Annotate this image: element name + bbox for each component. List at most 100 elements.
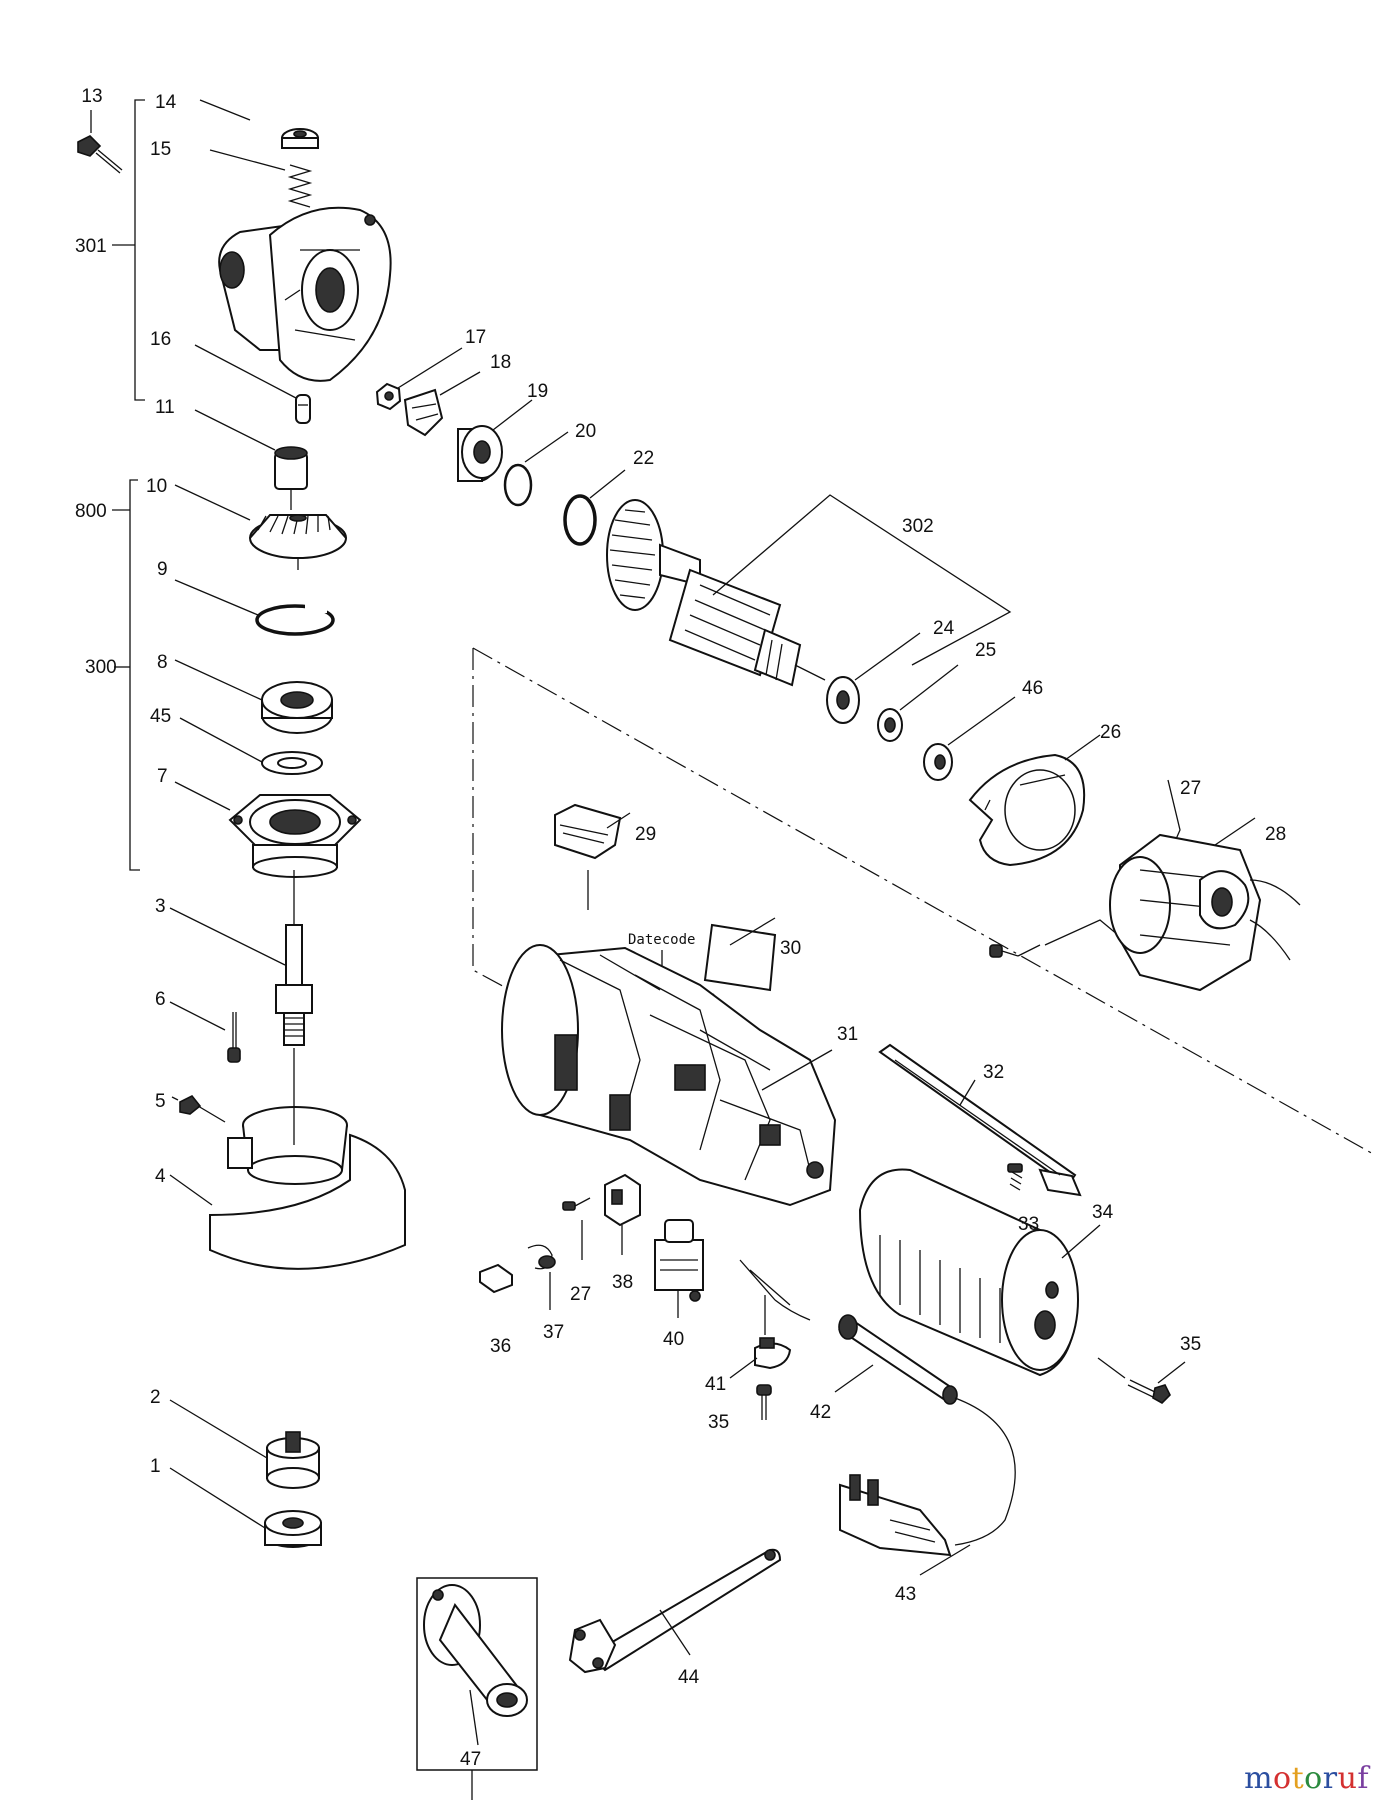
part-38-brush-holder [604, 1173, 641, 1227]
label-27-upper: 27 [1180, 778, 1201, 799]
label-22: 22 [633, 448, 654, 469]
label-41: 41 [705, 1374, 726, 1395]
part-5-clamp-bolt [179, 1094, 226, 1123]
part-8-bearing [261, 681, 333, 734]
part-4-wheel-guard [209, 1048, 406, 1270]
label-31: 31 [837, 1024, 858, 1045]
part-302-armature [606, 499, 826, 687]
part-17-nut [375, 382, 402, 411]
part-16-pin [295, 394, 311, 424]
motoruf-watermark: motoruf [1244, 1761, 1369, 1796]
label-35-lower: 35 [708, 1412, 729, 1433]
part-15-spring [287, 164, 313, 208]
part-43-power-cord [739, 1259, 1016, 1557]
label-19: 19 [527, 381, 548, 402]
part-13-screw [77, 110, 123, 174]
part-45-washer [261, 751, 323, 775]
part-3-spindle [275, 870, 313, 1046]
label-300: 300 [85, 657, 117, 678]
label-5: 5 [155, 1091, 166, 1112]
label-42: 42 [810, 1402, 831, 1423]
label-1: 1 [150, 1456, 161, 1477]
label-40: 40 [663, 1329, 684, 1350]
label-47: 47 [460, 1749, 481, 1770]
part-30-nameplate [703, 923, 777, 992]
part-10-bevel-gear [249, 514, 347, 570]
part-41-strain-relief [754, 1337, 792, 1370]
part-27-screw-upper [989, 944, 1019, 958]
label-14: 14 [155, 92, 177, 113]
part-42-cord-guard [838, 1314, 958, 1405]
part-36-carbon-brush [479, 1263, 513, 1294]
watermark-letter: o [1304, 1761, 1323, 1796]
part-2-inner-flange [266, 1431, 320, 1489]
watermark-letter: m [1244, 1761, 1274, 1796]
part-35-screw-right [1127, 1379, 1171, 1404]
part-14-cap [281, 128, 319, 149]
label-4: 4 [155, 1166, 166, 1187]
label-26: 26 [1100, 722, 1121, 743]
part-44-wrench [568, 1548, 782, 1674]
part-20-o-ring [503, 463, 533, 507]
label-20: 20 [575, 421, 596, 442]
watermark-letter: f [1357, 1761, 1369, 1796]
part-9-snap-ring [255, 603, 335, 636]
label-16: 16 [150, 329, 171, 350]
part-18-fan-piece [403, 388, 444, 437]
part-7-bearing-box [228, 794, 362, 878]
label-30: 30 [780, 938, 801, 959]
label-33: 33 [1018, 1214, 1039, 1235]
part-25-bearing [877, 708, 903, 742]
part-40-switch [654, 1219, 704, 1302]
part-27-screw-lower [562, 1197, 591, 1211]
watermark-letter: o [1273, 1761, 1292, 1796]
label-43: 43 [895, 1584, 916, 1605]
label-15: 15 [150, 139, 171, 160]
label-34: 34 [1092, 1202, 1114, 1223]
label-35-right: 35 [1180, 1334, 1201, 1355]
part-24-bearing [826, 676, 860, 724]
label-27-lower: 27 [570, 1284, 591, 1305]
label-37: 37 [543, 1322, 564, 1343]
label-7: 7 [157, 766, 168, 787]
label-3: 3 [155, 896, 166, 917]
part-32-switch-lever [878, 1043, 1082, 1197]
part-46-insulation-washer [923, 743, 953, 781]
label-2: 2 [150, 1387, 161, 1408]
part-19-bearing [457, 425, 503, 482]
label-6: 6 [155, 989, 166, 1010]
label-36: 36 [490, 1336, 511, 1357]
label-46: 46 [1022, 678, 1043, 699]
label-38: 38 [612, 1272, 633, 1293]
label-18: 18 [490, 352, 511, 373]
label-800: 800 [75, 501, 107, 522]
part-22-retaining-ring [563, 494, 597, 546]
label-9: 9 [157, 559, 168, 580]
label-45: 45 [150, 706, 171, 727]
label-8: 8 [157, 652, 168, 673]
label-17: 17 [465, 327, 486, 348]
part-37-spring [527, 1244, 556, 1270]
part-33-screw [1007, 1163, 1023, 1191]
part-28-field-coil [1109, 833, 1301, 992]
part-29-switch-knob [554, 803, 622, 860]
label-302: 302 [902, 516, 934, 537]
watermark-letter: u [1337, 1761, 1358, 1796]
part-11-sleeve [274, 446, 308, 510]
part-6-screw [227, 1012, 241, 1063]
label-28: 28 [1265, 824, 1286, 845]
label-301: 301 [75, 236, 107, 257]
part-26-baffle-plate [968, 753, 1086, 867]
label-11: 11 [155, 397, 175, 418]
label-44: 44 [678, 1667, 700, 1688]
part-301-gear-housing [218, 206, 392, 382]
watermark-letter: r [1322, 1761, 1338, 1796]
label-10: 10 [146, 476, 167, 497]
part-1-lock-nut [264, 1510, 322, 1548]
part-34-rear-cover [858, 1168, 1079, 1377]
datecode-label: Datecode [628, 932, 695, 948]
label-32: 32 [983, 1062, 1004, 1083]
part-35-screw-lower [756, 1384, 772, 1420]
watermark-letter: t [1291, 1761, 1305, 1796]
